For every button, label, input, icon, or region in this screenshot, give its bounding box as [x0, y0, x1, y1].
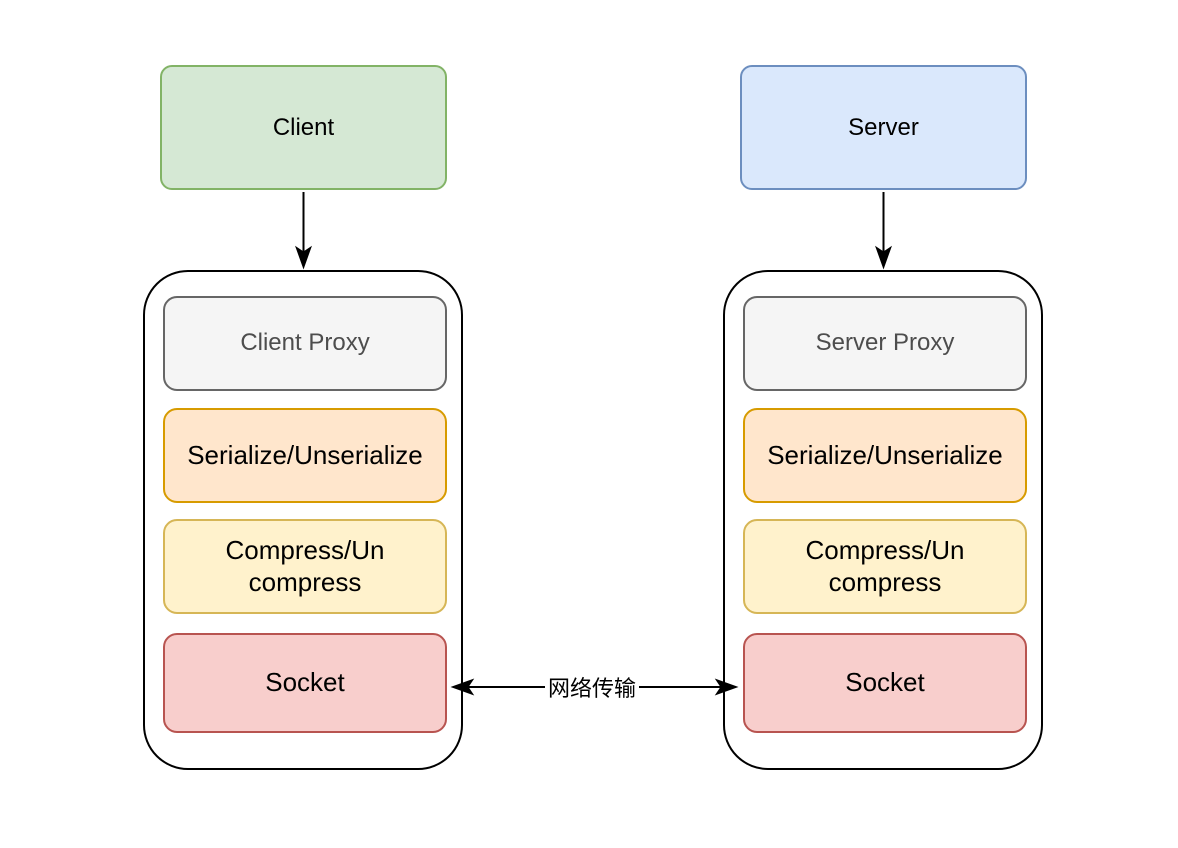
server-box: Server — [740, 65, 1027, 190]
client-proxy-box: Client Proxy — [163, 296, 447, 391]
client-proxy-label: Client Proxy — [240, 329, 370, 357]
client-compress-label: Compress/Un compress — [225, 535, 385, 597]
server-compress-box: Compress/Un compress — [743, 519, 1027, 614]
client-serialize-label: Serialize/Unserialize — [187, 439, 423, 470]
server-down-arrow — [875, 192, 892, 270]
server-socket-box: Socket — [743, 633, 1027, 733]
server-serialize-label: Serialize/Unserialize — [767, 439, 1003, 470]
client-socket-label: Socket — [265, 667, 345, 698]
server-box-label: Server — [848, 113, 919, 141]
client-box: Client — [160, 65, 447, 190]
client-stack-container: Client Proxy Serialize/Unserialize Compr… — [143, 270, 463, 770]
client-box-label: Client — [272, 113, 335, 141]
server-proxy-label: Server Proxy — [815, 329, 955, 357]
client-socket-box: Socket — [163, 633, 447, 733]
client-down-arrow — [295, 192, 312, 270]
server-stack-container: Server Proxy Serialize/Unserialize Compr… — [723, 270, 1043, 770]
server-proxy-box: Server Proxy — [743, 296, 1027, 391]
server-socket-label: Socket — [845, 667, 925, 698]
client-compress-box: Compress/Un compress — [163, 519, 447, 614]
arrowhead-down-icon — [295, 245, 312, 270]
server-compress-label: Compress/Un compress — [805, 535, 965, 597]
server-serialize-box: Serialize/Unserialize — [743, 408, 1027, 503]
arrowhead-down-icon — [875, 245, 892, 270]
network-arrow-label: 网络传输 — [544, 670, 640, 704]
client-serialize-box: Serialize/Unserialize — [163, 408, 447, 503]
